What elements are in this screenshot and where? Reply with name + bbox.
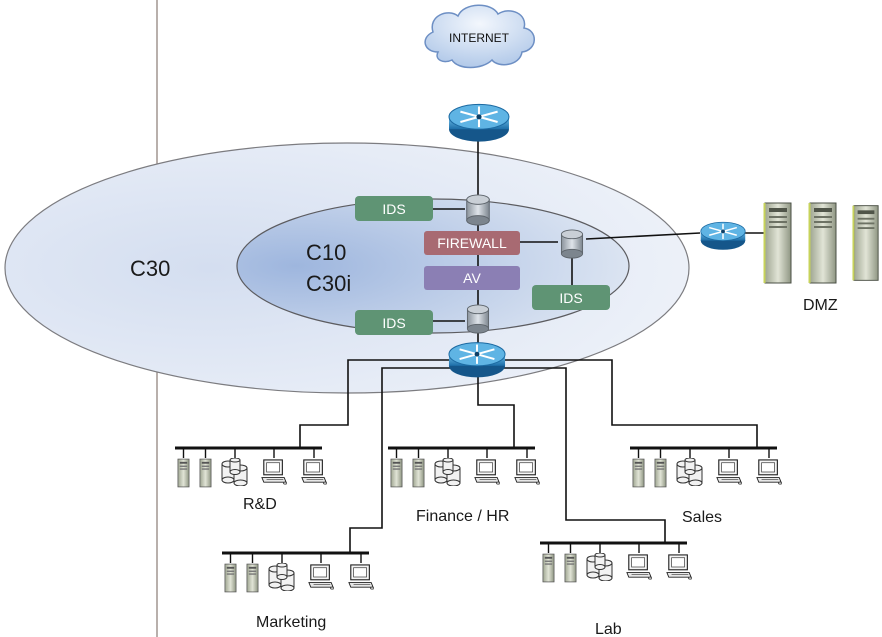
sensor-bottom: [466, 304, 490, 334]
inner-zone-label-line1: C10: [306, 240, 346, 265]
workstation-icon: [301, 459, 327, 485]
tower-server-icon: [246, 563, 259, 593]
storage-icon: [586, 553, 613, 581]
workstation-icon: [716, 459, 742, 485]
workstation-icon: [261, 459, 287, 485]
core-router: [448, 341, 506, 379]
firewall-tag: FIREWALL: [424, 231, 520, 255]
workstation-icon: [626, 554, 652, 580]
ids-tag-bottom-label: IDS: [382, 315, 405, 331]
workstation-icon: [514, 459, 540, 485]
tower-server-icon: [654, 458, 667, 488]
tower-server-icon: [224, 563, 237, 593]
ids-tag-bottom: IDS: [355, 310, 433, 335]
av-tag: AV: [424, 266, 520, 290]
tower-server-icon: [542, 553, 555, 583]
internet-cloud: INTERNET: [424, 4, 535, 69]
workstation-icon: [474, 459, 500, 485]
lan-rnd: [175, 446, 327, 488]
inner-zone-label-line2: C30i: [306, 271, 351, 296]
dept-label-lab: Lab: [595, 621, 622, 637]
ids-tag-top-label: IDS: [382, 201, 405, 217]
sensor-top: [466, 194, 490, 226]
tower-server-icon: [412, 458, 425, 488]
tower-server-icon: [564, 553, 577, 583]
storage-icon: [268, 563, 295, 591]
workstation-icon: [756, 459, 782, 485]
core-wiring: [433, 115, 765, 345]
workstation-icon: [308, 564, 334, 590]
storage-icon: [221, 458, 248, 486]
internet-label: INTERNET: [449, 31, 510, 45]
ids-tag-top: IDS: [355, 196, 433, 221]
distribution-wiring: [299, 359, 758, 553]
dept-label-sales: Sales: [682, 509, 722, 526]
tower-server-icon: [199, 458, 212, 488]
dmz-server-1: [763, 202, 792, 284]
tower-server-icon: [177, 458, 190, 488]
av-tag-label: AV: [463, 270, 481, 286]
firewall-tag-label: FIREWALL: [437, 235, 507, 251]
tower-server-icon: [390, 458, 403, 488]
ids-tag-right-label: IDS: [559, 290, 582, 306]
ids-tag-right: IDS: [532, 285, 610, 310]
sensor-right: [560, 229, 584, 259]
storage-icon: [434, 458, 461, 486]
lan-finance: [388, 446, 540, 488]
department-lans: [175, 446, 782, 593]
dmz-label: DMZ: [803, 297, 838, 314]
dept-label-rnd: R&D: [243, 496, 277, 513]
lan-lab: [540, 541, 692, 583]
storage-icon: [676, 458, 703, 486]
dmz-router: [700, 221, 746, 251]
dmz-server-2: [808, 202, 837, 284]
outer-zone-label: C30: [130, 256, 170, 281]
workstation-icon: [348, 564, 374, 590]
dept-label-finance: Finance / HR: [416, 508, 509, 525]
lan-sales: [630, 446, 782, 488]
lan-marketing: [222, 551, 374, 593]
dmz-server-3: [852, 205, 879, 281]
dept-label-marketing: Marketing: [256, 614, 326, 631]
tower-server-icon: [632, 458, 645, 488]
workstation-icon: [666, 554, 692, 580]
edge-router: [448, 103, 510, 143]
